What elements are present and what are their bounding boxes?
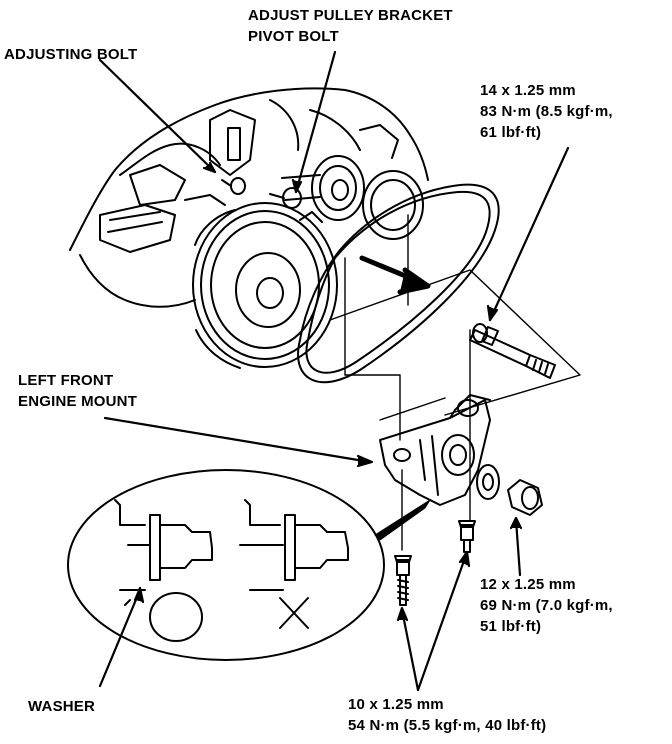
adjust-pulley-bracket-label: ADJUST PULLEY BRACKET PIVOT BOLT xyxy=(248,5,453,47)
spec-14-torque-lbf: 61 lbf·ft) xyxy=(480,124,542,141)
pivot-bolt xyxy=(269,187,302,209)
idler-pulley xyxy=(281,155,424,240)
mount-nut xyxy=(507,479,543,516)
through-bolt-spec-label: 14 x 1.25 mm 83 N·m (8.5 kgf·m, 61 lbf·f… xyxy=(480,80,613,143)
washer-detail-inset xyxy=(67,469,385,661)
spec-10-size: 10 x 1.25 mm xyxy=(348,696,444,713)
left-front-line-1: LEFT FRONT xyxy=(18,372,114,389)
adjust-pulley-line-1: ADJUST PULLEY BRACKET xyxy=(248,7,453,24)
nut-spec-label: 12 x 1.25 mm 69 N·m (7.0 kgf·m, 51 lbf·f… xyxy=(480,574,613,637)
engine-block-outline xyxy=(69,87,429,308)
compressor-pulley xyxy=(192,202,338,369)
left-front-engine-mount-label: LEFT FRONT ENGINE MOUNT xyxy=(18,370,137,412)
leader-lines xyxy=(98,50,570,692)
spec-14-size: 14 x 1.25 mm xyxy=(480,82,576,99)
left-front-line-2: ENGINE MOUNT xyxy=(18,393,138,410)
mount-washer xyxy=(476,464,500,500)
bolt-spec-label: 10 x 1.25 mm 54 N·m (5.5 kgf·m, 40 lbf·f… xyxy=(348,694,546,736)
through-bolt-14 xyxy=(469,323,556,379)
mount-bolt-left xyxy=(394,555,412,606)
spec-12-torque-lbf: 51 lbf·ft) xyxy=(480,618,542,635)
adjust-pulley-line-2: PIVOT BOLT xyxy=(248,28,339,45)
adjusting-bolt-label: ADJUSTING BOLT xyxy=(4,46,138,63)
spec-10-torque: 54 N·m (5.5 kgf·m, 40 lbf·ft) xyxy=(348,717,547,734)
mount-bolt-right xyxy=(458,520,476,553)
washer-label: WASHER xyxy=(28,698,96,715)
spec-12-size: 12 x 1.25 mm xyxy=(480,576,576,593)
detail-pointer xyxy=(374,499,431,541)
drive-belt xyxy=(297,183,500,384)
spec-12-torque: 69 N·m (7.0 kgf·m, xyxy=(480,597,613,614)
engine-mount-bracket xyxy=(379,394,491,506)
spec-14-torque: 83 N·m (8.5 kgf·m, xyxy=(480,103,613,120)
adjusting-bolt xyxy=(221,177,246,195)
direction-arrow xyxy=(359,255,431,295)
